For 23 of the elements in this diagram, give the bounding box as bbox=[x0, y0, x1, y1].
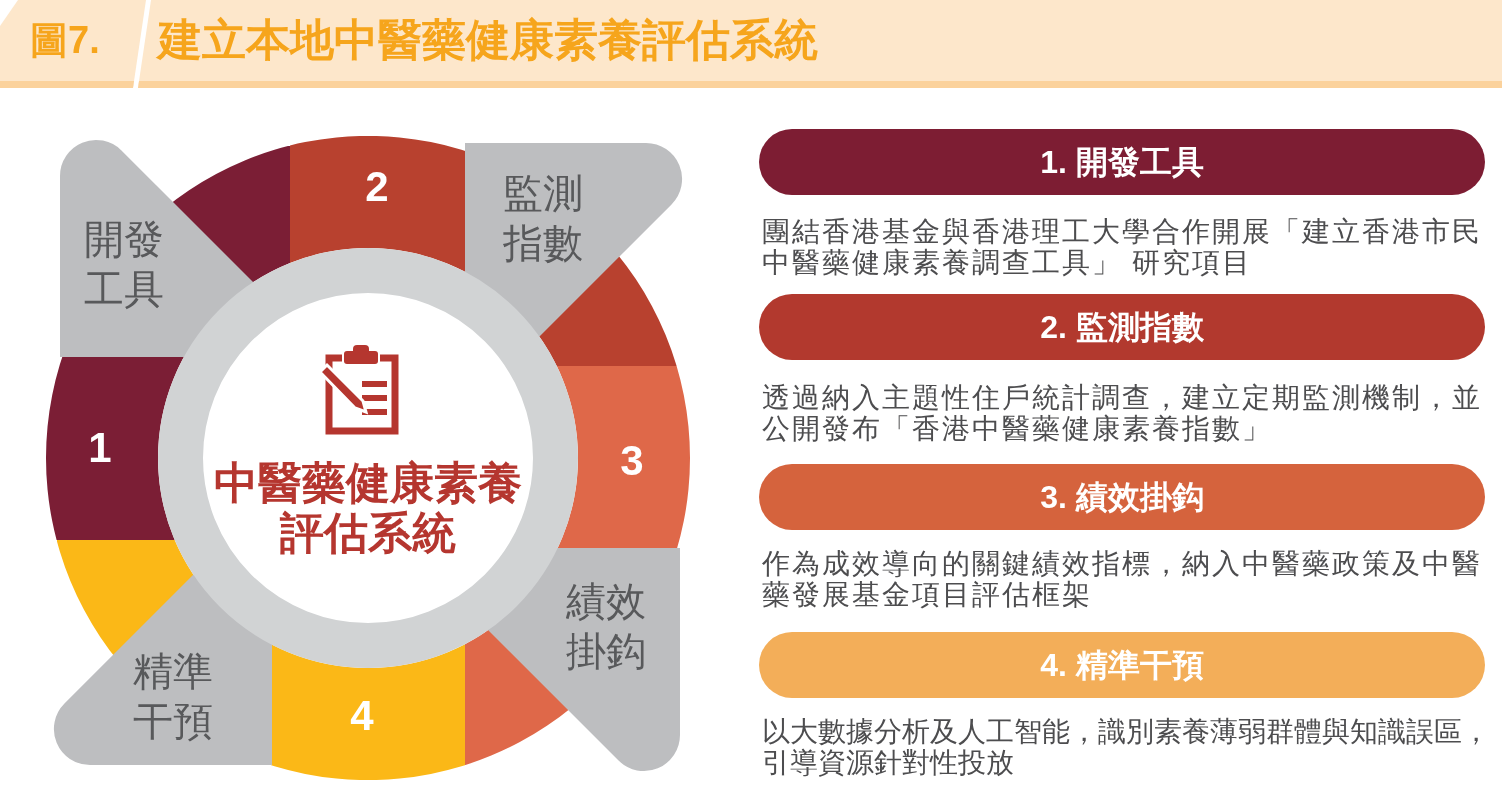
tab-label: 績效掛鈎 bbox=[566, 578, 647, 675]
category-tab bbox=[488, 548, 680, 772]
description-text: 團結香港基金與香港理工大學合作開展「建立香港市民中醫藥健康素養調查工具」 研究項目 bbox=[762, 216, 1483, 278]
figure-number: 圖7. bbox=[30, 18, 100, 63]
description-text: 作為成效導向的關鍵績效指標，納入中醫藥政策及中醫藥發展基金項目評估框架 bbox=[762, 548, 1483, 610]
segment-number: 2 bbox=[365, 165, 389, 209]
category-tab bbox=[465, 143, 684, 337]
title-text: 建立本地中醫藥健康素養評估系統 bbox=[158, 14, 818, 66]
segment-number: 3 bbox=[620, 439, 644, 483]
category-tab bbox=[60, 138, 255, 357]
heading-text: 3. 績效掛鈎 bbox=[1040, 478, 1204, 516]
tab-label: 監測指數 bbox=[503, 170, 584, 267]
tab-label: 開發工具 bbox=[84, 216, 165, 313]
center-title: 中醫藥健康素養評估系統 bbox=[213, 458, 523, 558]
category-tab bbox=[53, 574, 272, 765]
description-text: 以大數據分析及人工智能，識別素養薄弱群體與知識誤區，引導資源針對性投放 bbox=[762, 716, 1491, 778]
heading-text: 1. 開發工具 bbox=[1040, 143, 1204, 181]
segment-number: 4 bbox=[350, 694, 374, 738]
segment-number: 1 bbox=[88, 426, 112, 470]
heading-text: 4. 精準干預 bbox=[1040, 646, 1204, 684]
heading-text: 2. 監測指數 bbox=[1040, 308, 1204, 346]
tab-label: 精準干預 bbox=[133, 648, 214, 745]
description-text: 透過納入主題性住戶統計調查，建立定期監測機制，並公開發布「香港中醫藥健康素養指數」 bbox=[762, 382, 1483, 444]
